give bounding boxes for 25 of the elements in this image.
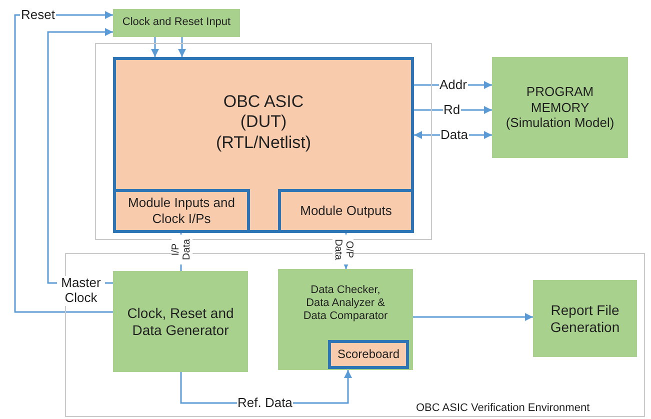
- connector-arrow: [413, 313, 533, 321]
- node-text: Clock and Reset Input: [122, 16, 231, 30]
- node-text: Data Checker, Data Analyzer & Data Comparator: [302, 284, 389, 324]
- process-box: [492, 57, 628, 158]
- sub-block: [113, 189, 250, 233]
- node-text: PROGRAM MEMORY (Simulation Model): [504, 84, 616, 131]
- node-text: Scoreboard: [337, 347, 400, 362]
- sub-block: [278, 189, 414, 233]
- node-text: Module Inputs and Clock I/Ps: [127, 195, 236, 227]
- edge-label: Master Clock: [57, 276, 105, 306]
- connector-arrow: [151, 37, 159, 57]
- node-text: OBC ASIC (DUT) (RTL/Netlist): [216, 92, 312, 154]
- node-text: Module Outputs: [300, 203, 392, 219]
- dut-block: [113, 57, 414, 233]
- process-box: [113, 9, 240, 37]
- process-box: [113, 271, 248, 372]
- sub-block: [328, 340, 409, 369]
- node-text: OBC ASIC Verification Environment: [416, 402, 590, 414]
- process-box: [533, 280, 637, 357]
- node-text: Report File Generation: [549, 302, 621, 336]
- outline-box: [95, 43, 432, 240]
- process-box: [278, 269, 413, 370]
- node-text: Clock, Reset and Data Generator: [126, 304, 235, 338]
- connector-arrow: [178, 37, 186, 57]
- connector-arrow: [14, 11, 113, 313]
